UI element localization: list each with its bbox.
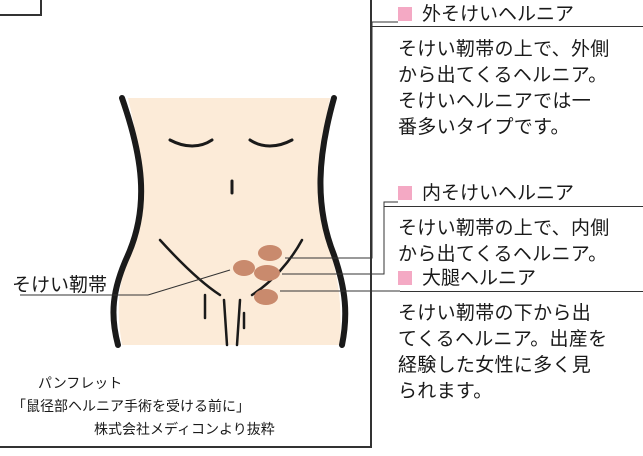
body-outline-right [317,95,349,348]
desc-external: そけい靭帯の上で、外側 から出てくるヘルニア。 そけいヘルニアでは一 番多いタイ… [398,38,610,138]
leader-internal [282,201,398,275]
body-skin [118,98,341,345]
marker-square-icon [398,186,412,200]
hernia-external-spot [258,245,282,261]
heading-internal: 内そけいヘルニア [398,182,574,204]
heading-femoral-text: 大腿ヘルニア [422,267,537,289]
rule-internal [384,206,643,207]
marker-square-icon [398,271,412,285]
ligament-leader-2 [147,269,231,296]
illustration-frame [0,0,372,448]
leg-line-inner-right [235,298,242,347]
chest-line-left [168,138,214,148]
caption-line-2: 「鼠径部ヘルニア手術を受ける前に」 [12,399,250,415]
hernia-femoral-spot [254,289,278,305]
heading-external-text: 外そけいヘルニア [422,3,575,25]
caption-line-3: 株式会社メディコンより抜粋 [94,422,275,438]
chest-line-right [248,138,294,148]
heading-internal-text: 内そけいヘルニア [422,182,575,204]
rule-external [372,26,643,27]
ligament-label: そけい靭帯 [12,274,108,296]
heading-external: 外そけいヘルニア [398,3,574,25]
hernia-internal-spot [254,265,280,281]
caption-line-1: パンフレット [38,376,123,392]
leg-line-inner-left [222,298,229,347]
marker-square-icon [398,7,412,21]
groin-crease-right [250,238,304,297]
frame-corner-tab [0,0,42,16]
desc-internal: そけい靭帯の上で、内側 から出てくるヘルニア。 [398,217,610,265]
groin-crease-left [158,238,222,297]
heading-femoral: 大腿ヘルニア [398,267,536,289]
hernia-internal-spot-2 [233,260,255,276]
leader-external [285,21,398,259]
rule-femoral [400,291,643,292]
desc-femoral: そけい靭帯の下から出 てくるヘルニア。出産を 経験した女性に多く見 られます。 [398,302,608,402]
body-outline-left [110,95,145,348]
